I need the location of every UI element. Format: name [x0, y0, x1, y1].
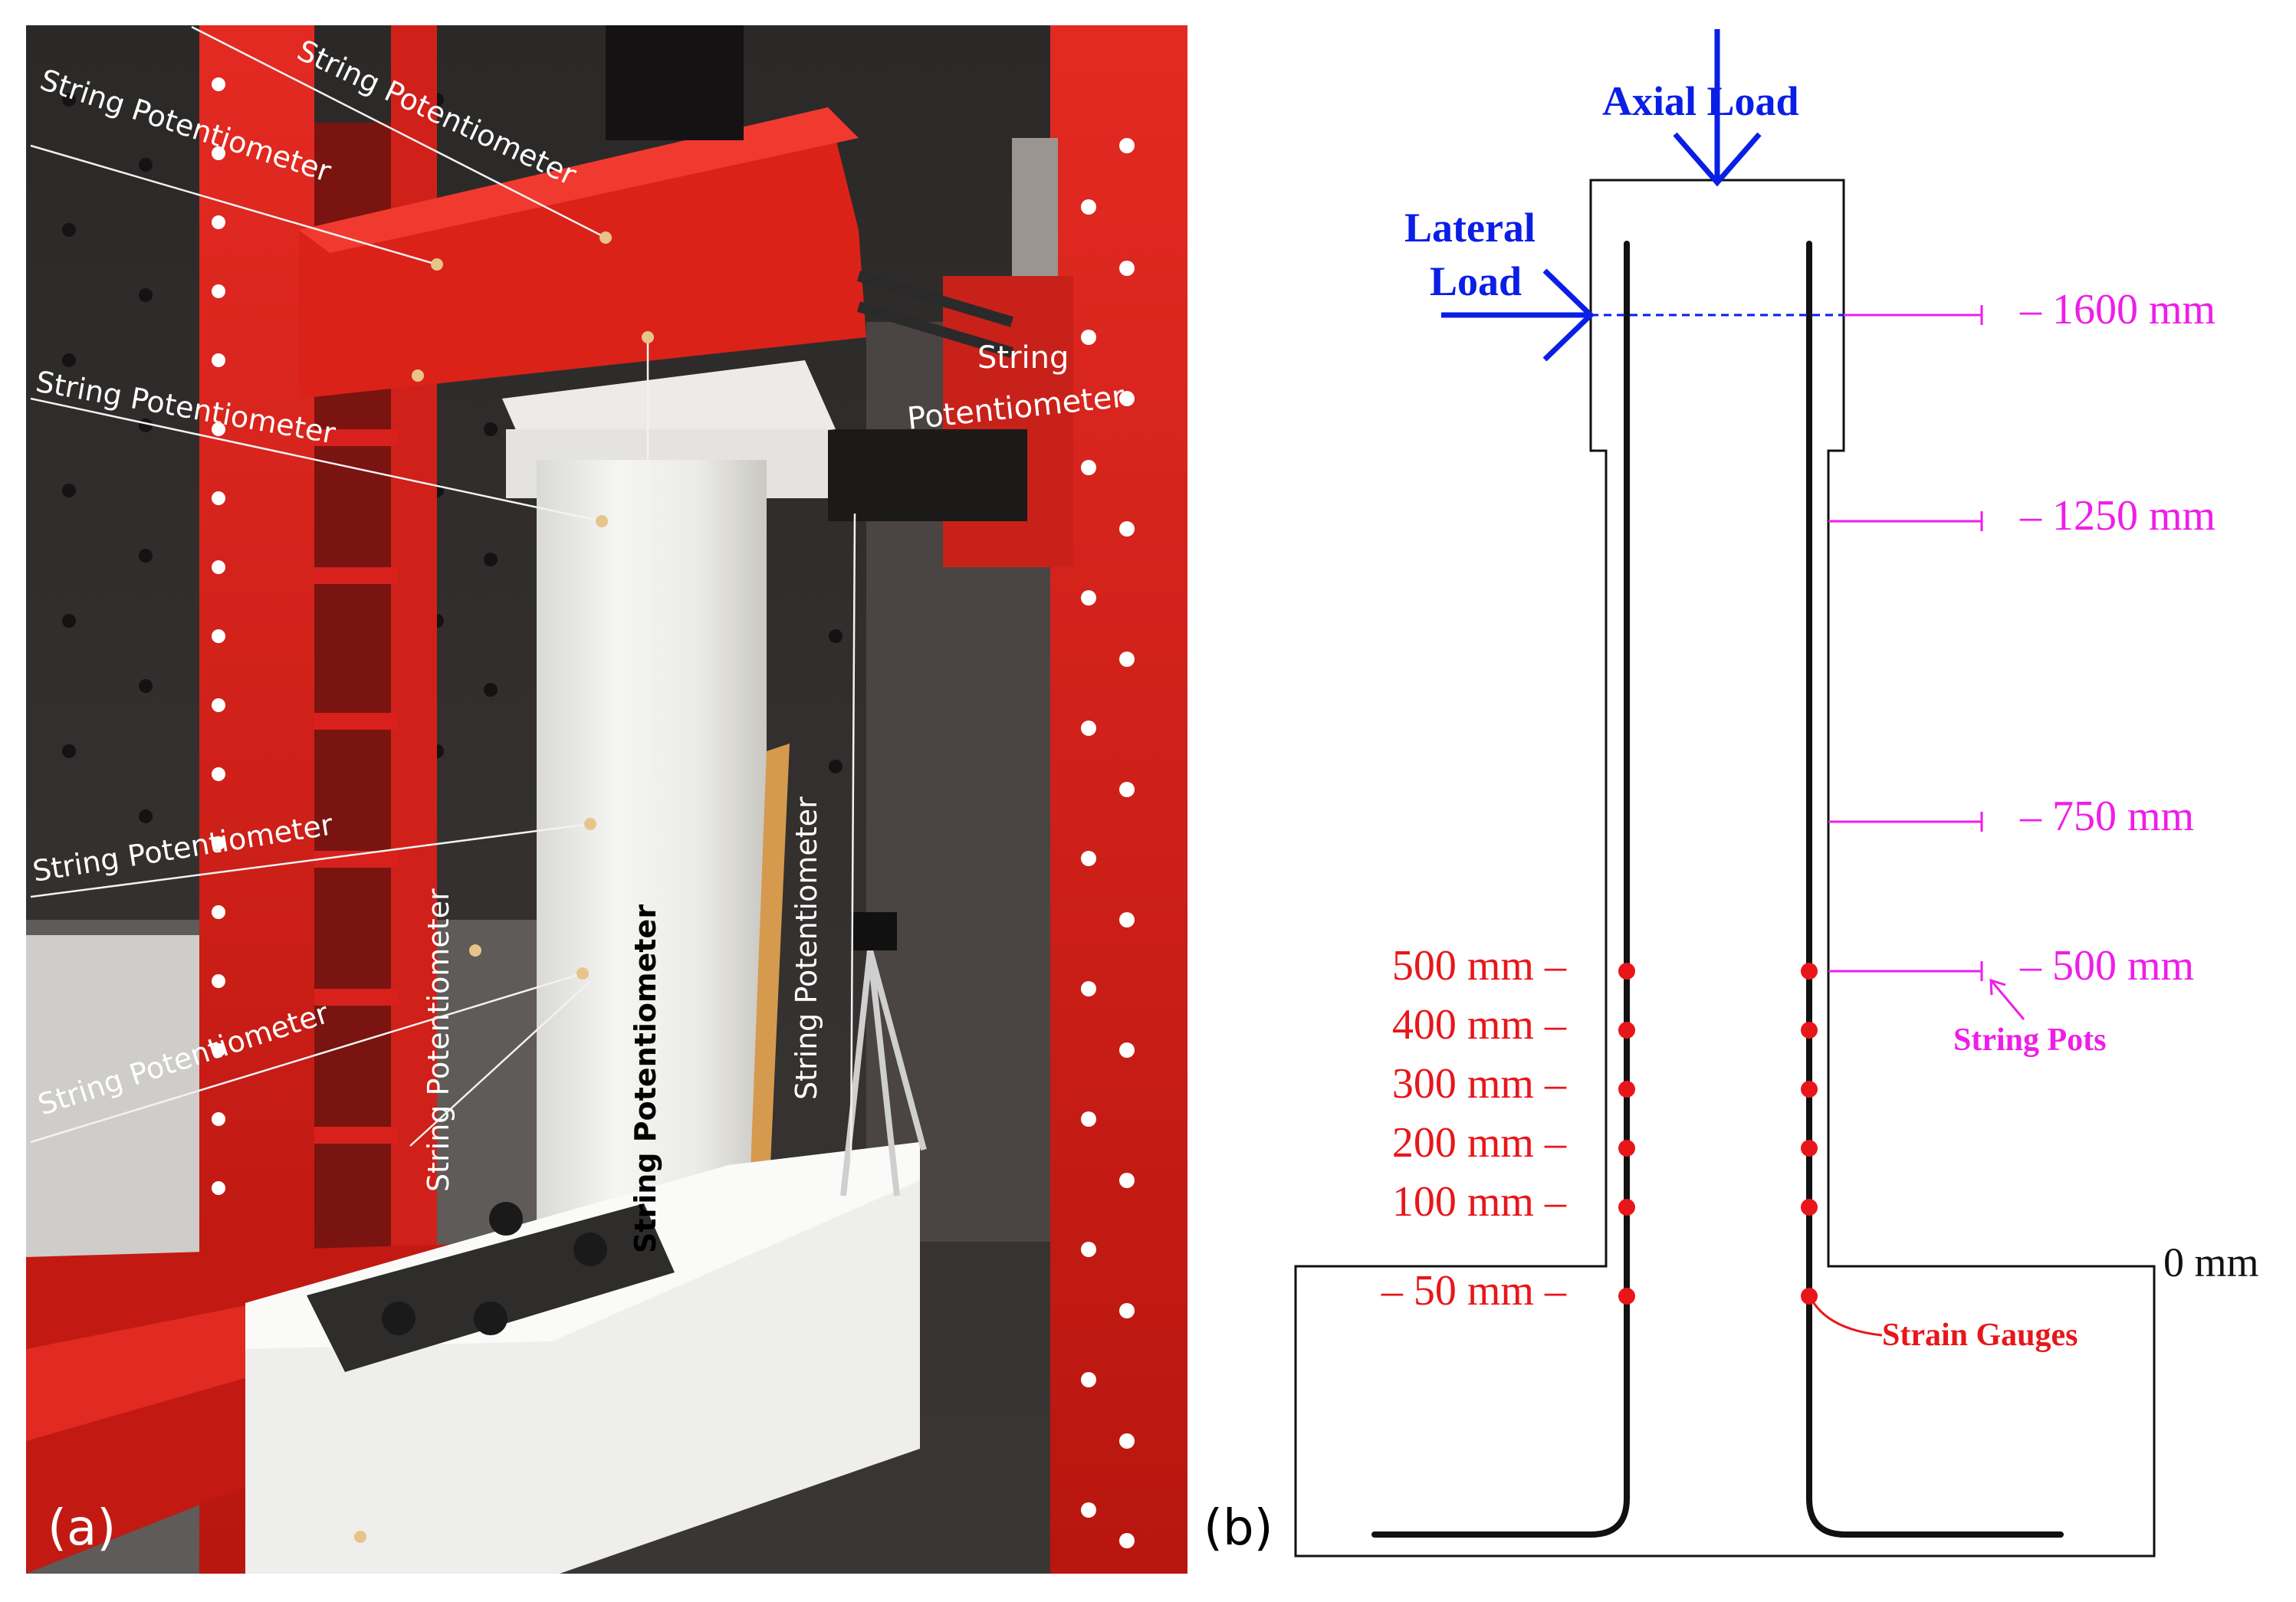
specimen-outline: [1294, 179, 2156, 1558]
sp-label-6: String Potentiometer: [422, 888, 455, 1192]
lateral-load-label-2: Load: [1430, 258, 1522, 304]
red-loading-beam: [299, 107, 866, 399]
rebar-left: [1371, 241, 1630, 1538]
strain-gauges-leader: [1812, 1302, 1883, 1337]
wood-ruler: [747, 744, 790, 1249]
sp-level-500: – 500 mm: [2019, 942, 2194, 990]
sg-level-500: 500 mm –: [1392, 942, 1567, 990]
vertical-actuator: [606, 25, 744, 140]
axial-load-label: Axial Load: [1602, 78, 1799, 124]
axial-load-arrow: [1673, 29, 1762, 187]
strain-gauges-right: [1801, 963, 1818, 1305]
chain-hoist: [1012, 138, 1058, 276]
string-wires: [30, 25, 856, 1158]
panel-a-label: (a): [48, 1500, 116, 1557]
lateral-load-label-1: Lateral: [1404, 205, 1536, 251]
anchor-nuts: [382, 1202, 607, 1335]
sp-level-1600: – 1600 mm: [2019, 286, 2216, 333]
sg-level-200: 200 mm –: [1392, 1119, 1567, 1167]
sp-label-8: String Potentiometer: [790, 796, 823, 1100]
panel-a-photo: String Potentiometer String Potentiomete…: [26, 25, 1187, 1574]
sg-level-400: 400 mm –: [1392, 1001, 1567, 1049]
panel-b-label: (b): [1204, 1500, 1273, 1557]
strain-gauges-left: [1618, 963, 1635, 1305]
sp-label-7: String Potentiometer: [629, 904, 662, 1253]
string-pot-ticks: [1828, 305, 1983, 981]
red-frame-right: [1050, 25, 1187, 1574]
red-loading-beam-top: [299, 107, 859, 253]
sp-level-1250: – 1250 mm: [2019, 492, 2216, 540]
string-pots-leader: [1989, 978, 2025, 1020]
sp-label-9-line1: String: [977, 340, 1069, 376]
strain-gauges-label: Strain Gauges: [1882, 1318, 2078, 1353]
sg-level-100: 100 mm –: [1392, 1178, 1567, 1226]
actuator-body: [828, 429, 1027, 521]
sp-level-750: – 750 mm: [2019, 793, 2194, 840]
camera-tripod: [840, 949, 927, 1197]
frame-holes-left: [212, 77, 225, 1195]
beam-rods: [856, 271, 1014, 358]
camera: [851, 912, 897, 950]
base-level-label: 0 mm: [2163, 1239, 2259, 1285]
panel-b-schematic: (b) Axial Load Lateral Load – 1600 mm – …: [1204, 29, 2259, 1558]
sg-level-300: 300 mm –: [1392, 1060, 1567, 1108]
sg-level-minus50: – 50 mm –: [1381, 1267, 1567, 1315]
rc-column: [537, 460, 767, 1249]
rebar-right: [1806, 241, 2064, 1538]
string-pots-label: String Pots: [1953, 1023, 2107, 1058]
wire-pegs: [354, 231, 654, 1543]
frame-holes-right: [1081, 138, 1135, 1548]
